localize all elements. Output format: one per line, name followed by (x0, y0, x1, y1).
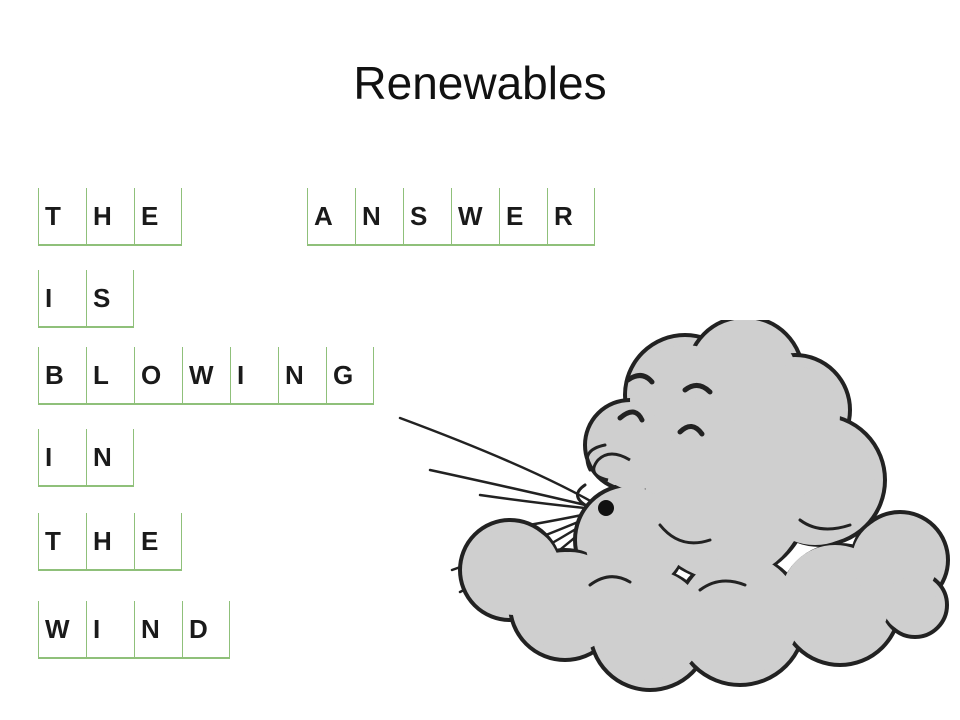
slide-title: Renewables (353, 57, 607, 109)
letter-box: L (86, 347, 134, 405)
word-wind: W I N D (38, 601, 230, 661)
blowing-wind-cloud-icon (398, 320, 950, 692)
letter-box: W (451, 188, 499, 246)
letter-box: T (38, 188, 86, 246)
letter-box: R (547, 188, 595, 246)
word-answer: A N S W E R (307, 188, 595, 248)
letter-box: O (134, 347, 182, 405)
letter-box: W (38, 601, 86, 659)
letter-box: D (182, 601, 230, 659)
word-is: I S (38, 270, 134, 330)
letter-box: I (86, 601, 134, 659)
word-blowing: B L O W I N G (38, 347, 374, 407)
letter-box: I (38, 270, 86, 328)
cloud-face (592, 373, 713, 516)
letter-box: E (134, 188, 182, 246)
letter-box: B (38, 347, 86, 405)
letter-box: T (38, 513, 86, 571)
word-in: I N (38, 429, 134, 489)
word-the-1: T H E (38, 188, 182, 248)
word-the-2: T H E (38, 513, 182, 573)
letter-box: N (278, 347, 326, 405)
letter-box: W (182, 347, 230, 405)
letter-box: I (38, 429, 86, 487)
letter-box: N (86, 429, 134, 487)
letter-box: I (230, 347, 278, 405)
letter-box: H (86, 188, 134, 246)
letter-box: N (355, 188, 403, 246)
letter-box: N (134, 601, 182, 659)
letter-box: H (86, 513, 134, 571)
letter-box: E (499, 188, 547, 246)
letter-box: S (403, 188, 451, 246)
letter-box: G (326, 347, 374, 405)
letter-box: A (307, 188, 355, 246)
letter-box: S (86, 270, 134, 328)
letter-box: E (134, 513, 182, 571)
